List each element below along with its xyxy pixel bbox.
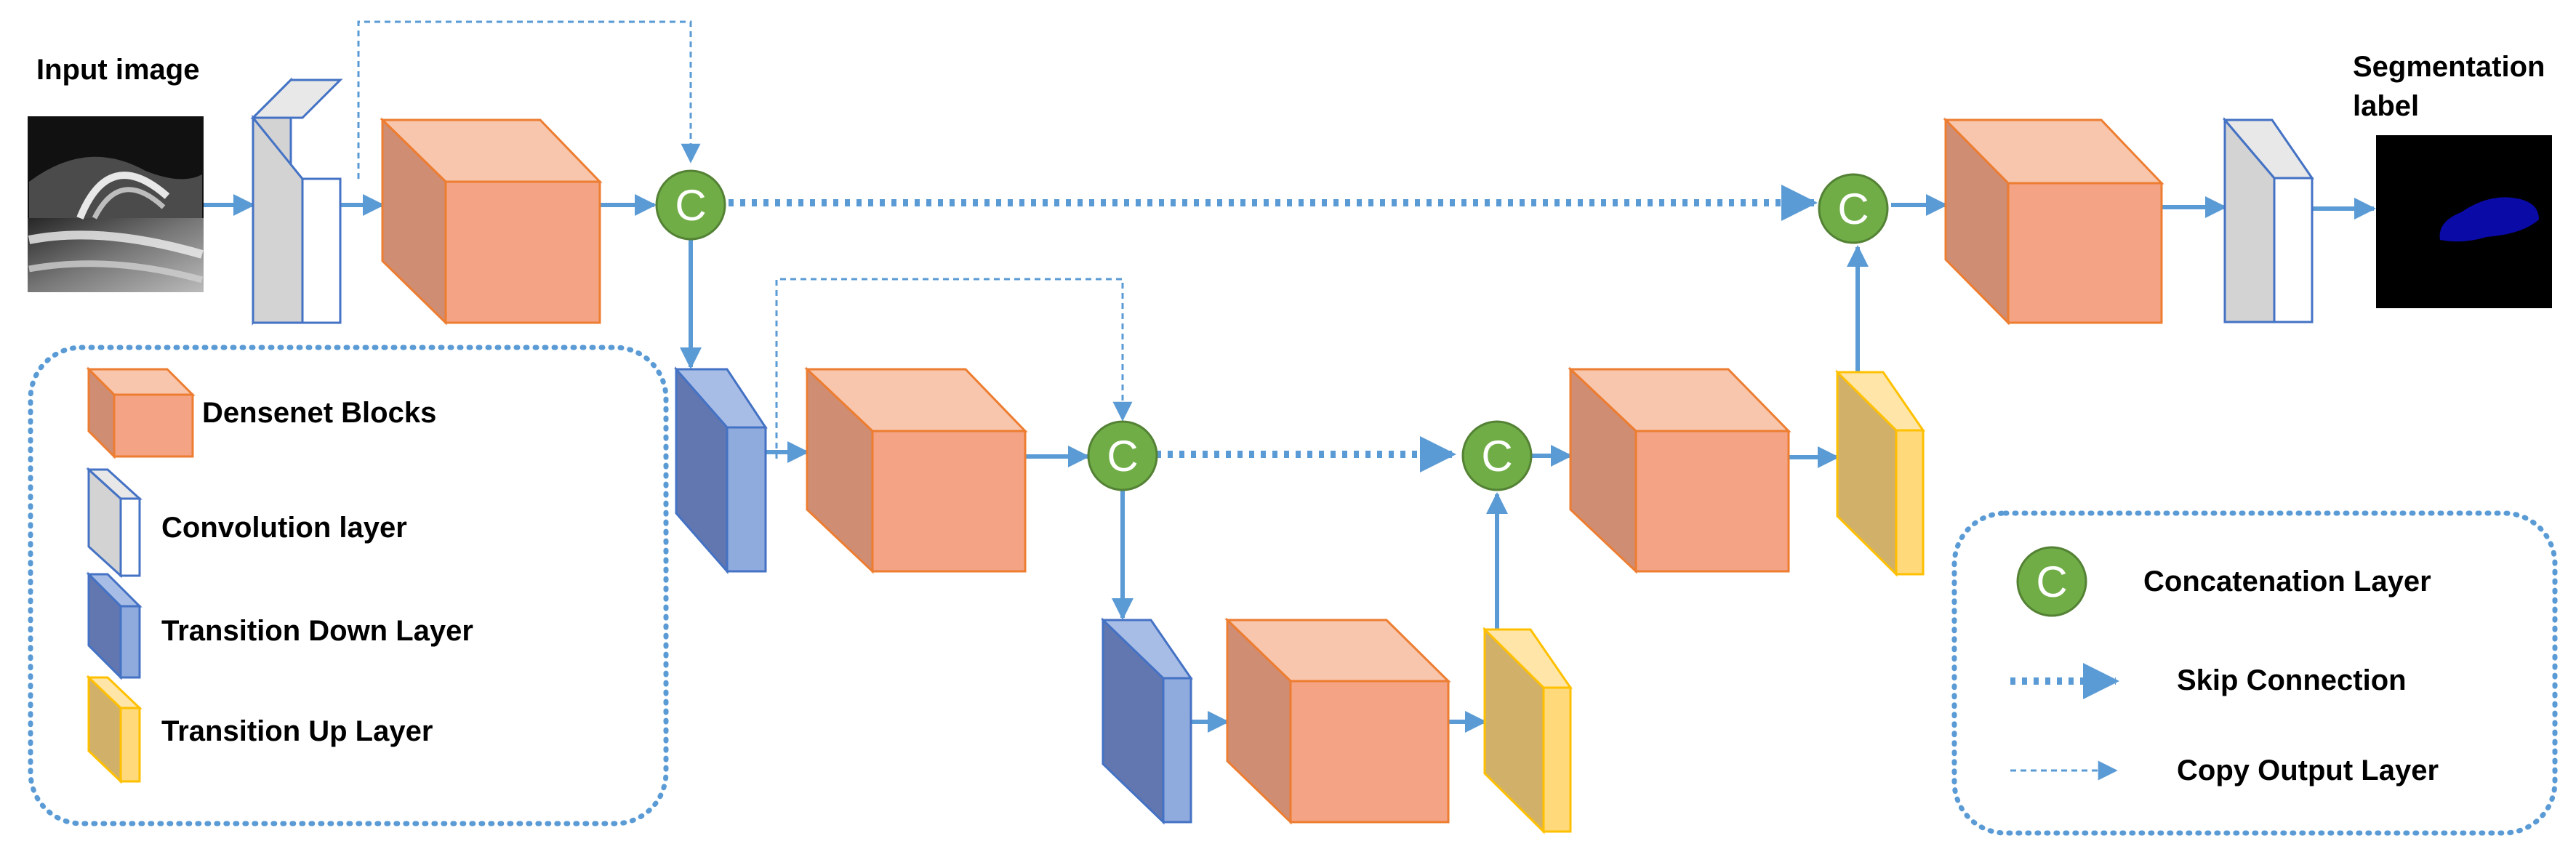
concat-node-3: C <box>1461 420 1533 491</box>
transition-up-layer-1 <box>1482 627 1573 834</box>
input-image <box>28 116 204 292</box>
svg-text:C: C <box>1481 432 1512 480</box>
svg-text:C: C <box>1107 432 1138 480</box>
legend-skip-label: Skip Connection <box>2177 664 2407 696</box>
svg-text:C: C <box>675 181 706 230</box>
legend-transition-up-label: Transition Up Layer <box>161 715 433 747</box>
svg-text:C: C <box>2036 558 2067 606</box>
segmentation-output-image <box>2376 135 2552 308</box>
convolution-layer-2 <box>2222 116 2314 323</box>
concat-node-1: C <box>655 169 726 241</box>
legend-concat-icon: C <box>2016 546 2087 617</box>
output-title-line2: label <box>2353 90 2420 122</box>
skip-connections <box>729 185 1818 472</box>
densenet-block-5 <box>1943 117 2164 326</box>
densenet-block-1 <box>380 117 603 326</box>
legend-transition-up-icon <box>86 675 143 784</box>
concat-node-4: C <box>1818 173 1889 244</box>
legend-concat-label: Concatenation Layer <box>2143 566 2431 598</box>
input-image-title: Input image <box>36 54 200 86</box>
legend-transition-down-label: Transition Down Layer <box>161 615 473 647</box>
svg-text:C: C <box>1837 185 1869 233</box>
output-title-line1: Segmentation <box>2353 51 2545 83</box>
legend-left-box <box>28 345 669 826</box>
densenet-block-4 <box>1568 366 1791 574</box>
densenet-block-3 <box>1224 617 1451 825</box>
legend-convolution-icon <box>86 467 143 579</box>
legend-convolution-label: Convolution layer <box>161 512 407 544</box>
legend-copy-label: Copy Output Layer <box>2177 755 2439 786</box>
copy-output-connections <box>357 20 1133 459</box>
legend-transition-down-icon <box>86 571 143 680</box>
concat-node-2: C <box>1087 420 1158 491</box>
transition-up-layer-2 <box>1835 369 1925 577</box>
convolution-layer-1 <box>250 77 343 326</box>
legend-densenet-icon <box>86 366 196 459</box>
legend-densenet-label: Densenet Blocks <box>202 397 437 429</box>
densenet-block-2 <box>804 366 1028 574</box>
transition-down-layer-2 <box>1101 617 1193 825</box>
transition-down-layer-1 <box>674 366 768 574</box>
legend-right-box <box>1951 510 2558 836</box>
flow-arrows <box>204 194 2376 733</box>
